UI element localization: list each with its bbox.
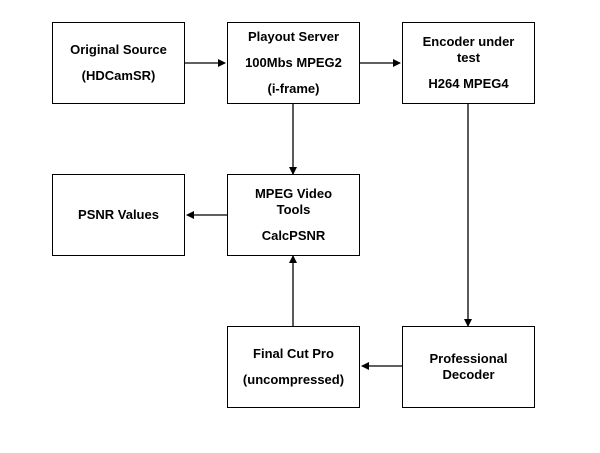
node-psnr-values: PSNR Values bbox=[52, 174, 185, 256]
node-playout-server-line2: 100Mbs MPEG2 bbox=[245, 55, 342, 70]
node-encoder: Encoder under test H264 MPEG4 bbox=[402, 22, 535, 104]
node-encoder-line3: H264 MPEG4 bbox=[428, 76, 509, 91]
node-playout-server: Playout Server 100Mbs MPEG2 (i-frame) bbox=[227, 22, 360, 104]
node-mpeg-tools-line1: MPEG Video bbox=[254, 186, 333, 201]
node-final-cut-line2: (uncompressed) bbox=[242, 372, 345, 387]
node-final-cut: Final Cut Pro (uncompressed) bbox=[227, 326, 360, 408]
node-mpeg-tools: MPEG Video Tools CalcPSNR bbox=[227, 174, 360, 256]
node-encoder-line1: Encoder under bbox=[422, 34, 515, 49]
node-decoder-line2: Decoder bbox=[442, 367, 495, 382]
node-decoder-line1: Professional bbox=[429, 351, 508, 366]
node-psnr-values-line1: PSNR Values bbox=[78, 207, 159, 222]
node-encoder-line2: test bbox=[456, 50, 481, 65]
node-original-source-line2: (HDCamSR) bbox=[81, 68, 156, 83]
node-mpeg-tools-line3: CalcPSNR bbox=[261, 228, 326, 243]
node-decoder: Professional Decoder bbox=[402, 326, 535, 408]
node-final-cut-line1: Final Cut Pro bbox=[253, 346, 334, 361]
node-original-source: Original Source (HDCamSR) bbox=[52, 22, 185, 104]
node-original-source-line1: Original Source bbox=[70, 42, 167, 57]
node-playout-server-line3: (i-frame) bbox=[267, 81, 320, 96]
node-mpeg-tools-line2: Tools bbox=[276, 202, 311, 217]
node-playout-server-line1: Playout Server bbox=[247, 29, 340, 44]
